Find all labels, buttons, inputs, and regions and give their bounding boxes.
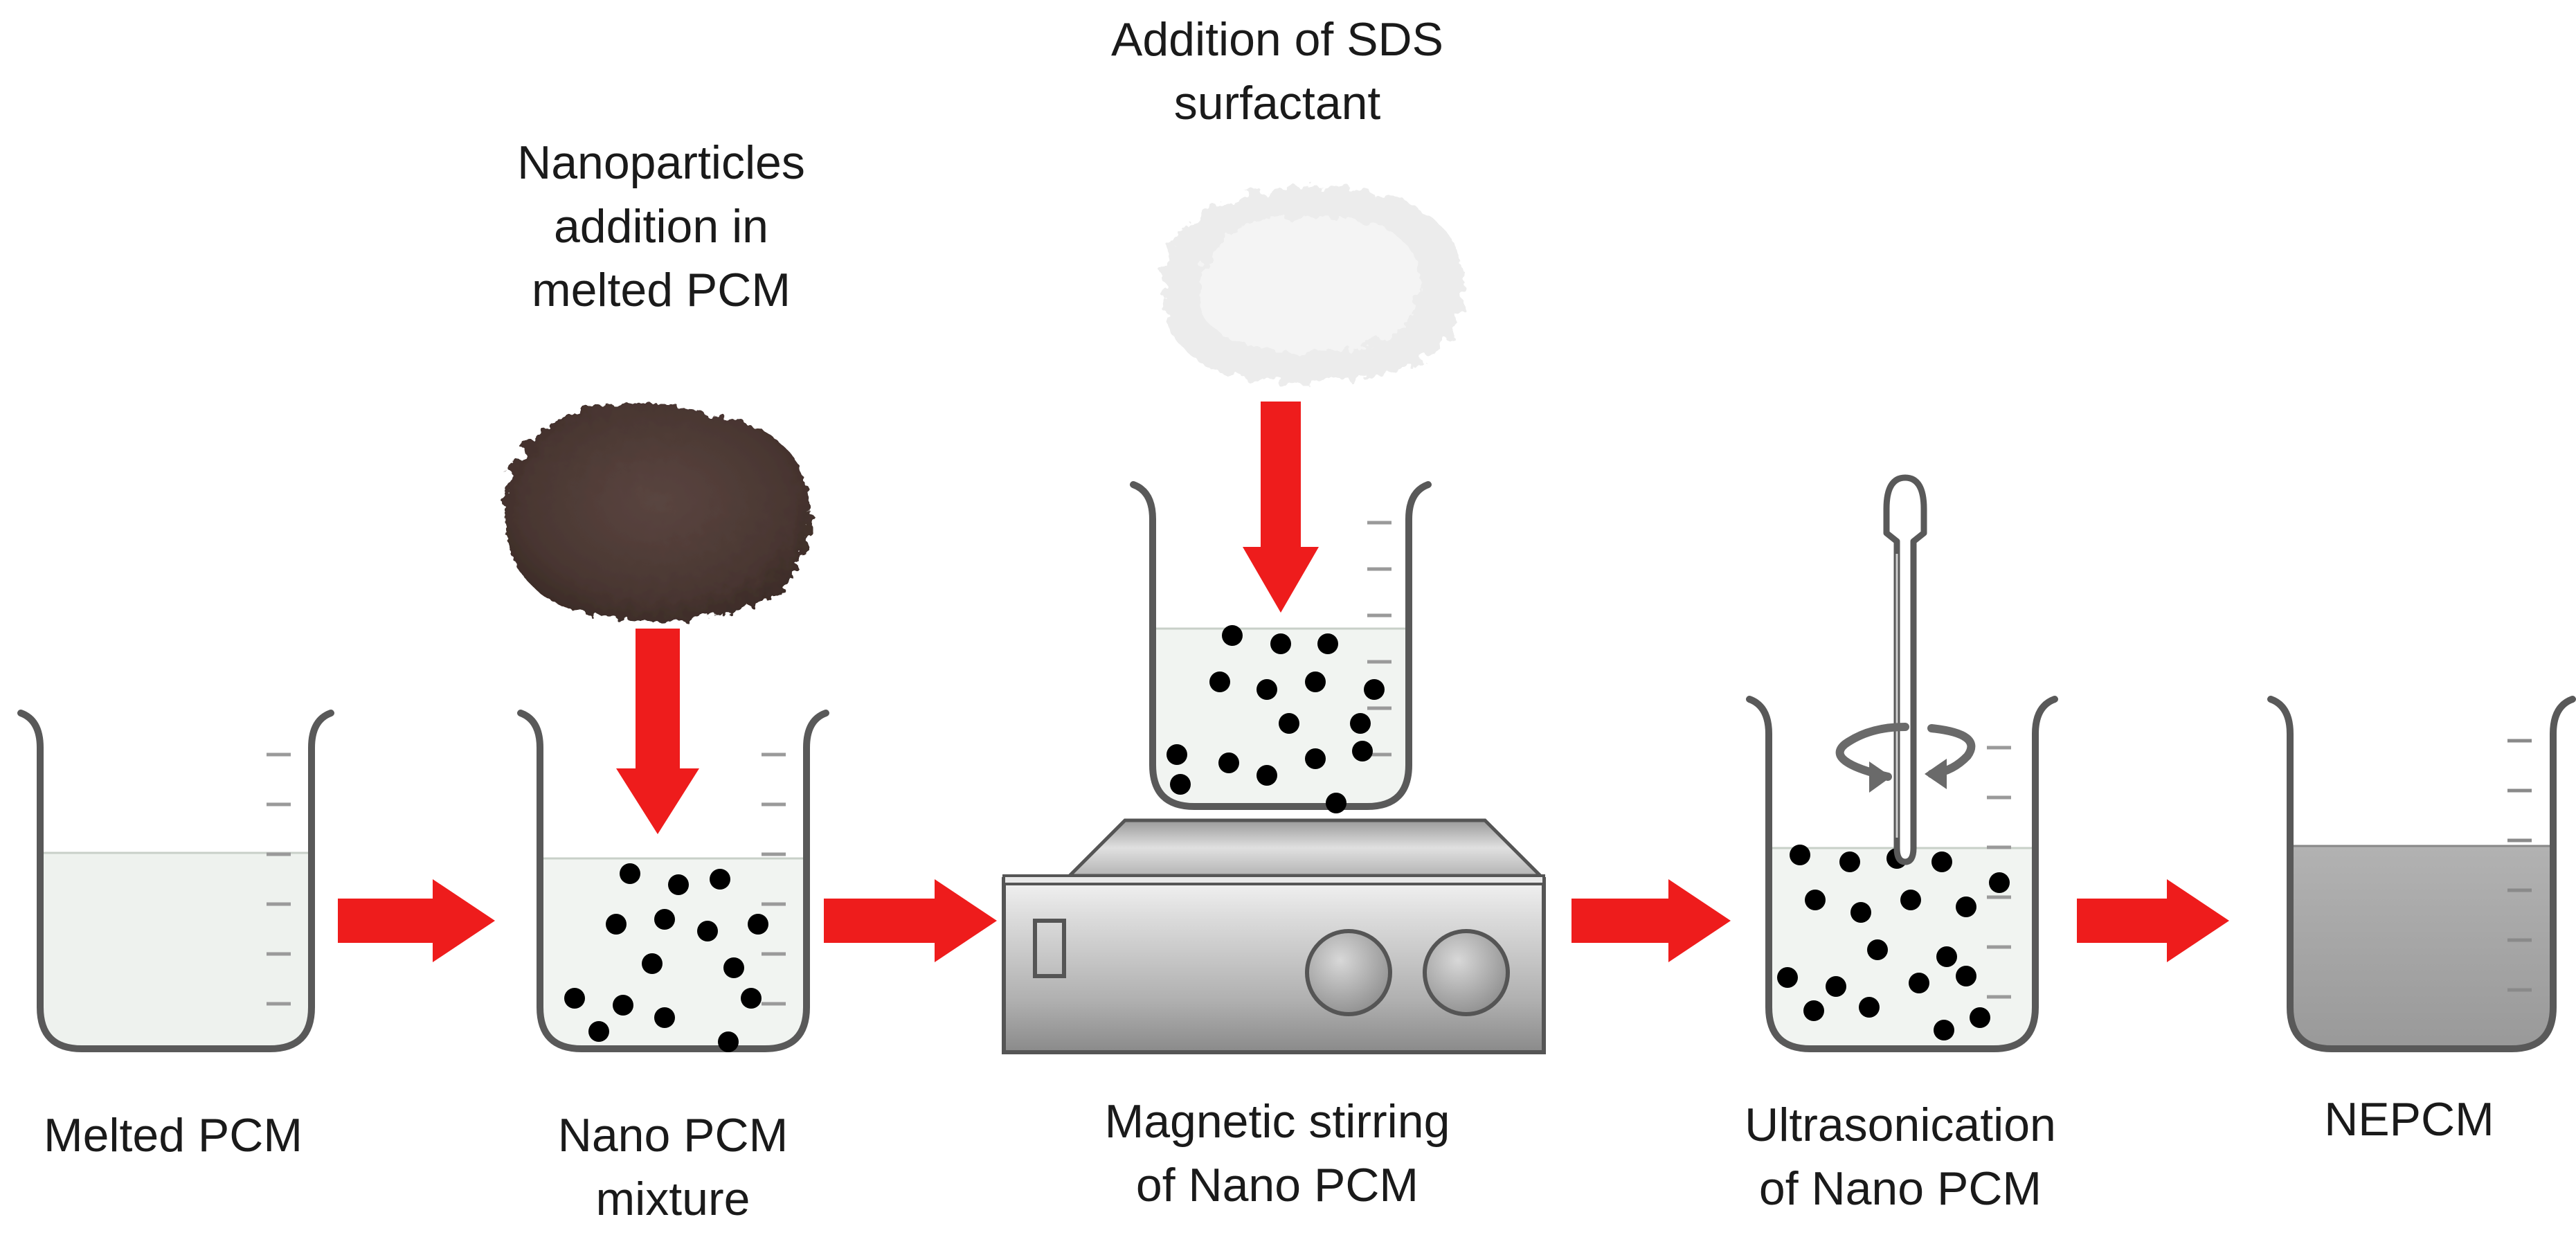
arrow-right-2	[824, 879, 997, 962]
beaker-outline	[1746, 696, 2058, 1052]
nanoparticles	[1777, 845, 2010, 1040]
beaker-outline	[517, 710, 829, 1052]
nano-addition-line3: melted PCM	[532, 264, 791, 316]
stirrer-knob-right	[1423, 929, 1510, 1016]
step2-label-line2: mixture	[596, 1173, 750, 1225]
arrow-down-sds	[1243, 402, 1319, 613]
graduation-marks	[1367, 521, 1391, 757]
beaker-nepcm	[2267, 696, 2576, 1052]
liquid-nano-pcm	[540, 858, 807, 1049]
rotation-arrowhead-right	[1925, 759, 1947, 789]
sds-powder-icon	[1161, 186, 1465, 383]
nanoparticles	[564, 863, 768, 1052]
beaker-stirring	[1130, 481, 1432, 813]
graduation-marks	[762, 752, 786, 1006]
step4-label-line2: of Nano PCM	[1759, 1162, 2042, 1215]
nano-addition-line1: Nanoparticles	[517, 136, 805, 189]
arrow-right-1	[338, 879, 495, 962]
arrow-down-nano	[616, 629, 699, 834]
beaker-melted-pcm	[17, 710, 334, 1052]
stirrer-top-plate	[1065, 818, 1545, 878]
step5-label: NEPCM	[2324, 1093, 2494, 1146]
sonicator-probe-icon	[1883, 474, 1927, 865]
nano-powder-icon	[504, 403, 811, 621]
beaker-outline	[2267, 696, 2576, 1052]
graduation-marks	[2507, 739, 2532, 992]
step3-label-line1: Magnetic stirring	[1105, 1095, 1450, 1148]
graduation-marks	[1987, 746, 2011, 999]
beaker-outline	[17, 710, 334, 1052]
nanoparticles	[1167, 625, 1385, 813]
liquid-melted-pcm	[40, 853, 312, 1049]
magnetic-stirrer	[1002, 818, 1546, 1054]
step3-label-line2: of Nano PCM	[1136, 1159, 1418, 1211]
nano-addition-line2: addition in	[554, 200, 768, 253]
sds-addition-line1: Addition of SDS	[1111, 13, 1443, 66]
step1-label: Melted PCM	[44, 1109, 303, 1162]
beaker-outline	[1130, 481, 1432, 810]
stirrer-switch	[1033, 919, 1066, 978]
beaker-nano-pcm	[517, 710, 829, 1052]
step-labels: Melted PCM Nano PCM mixture Magnetic sti…	[44, 1093, 2494, 1225]
liquid-nepcm	[2290, 846, 2553, 1049]
arrow-right-4	[2077, 879, 2229, 962]
beaker-ultrasonication	[1746, 474, 2058, 1052]
sds-addition-line2: surfactant	[1174, 77, 1381, 129]
arrow-right-3	[1571, 879, 1731, 962]
addition-labels: Nanoparticles addition in melted PCM Add…	[517, 13, 1443, 316]
stirrer-top-edge	[1002, 874, 1545, 885]
rotation-arrowhead-left	[1869, 761, 1891, 793]
step2-label-line1: Nano PCM	[558, 1109, 789, 1162]
stirrer-knob-left	[1305, 929, 1392, 1016]
step4-label-line1: Ultrasonication	[1745, 1099, 2056, 1151]
graduation-marks	[267, 752, 291, 1006]
